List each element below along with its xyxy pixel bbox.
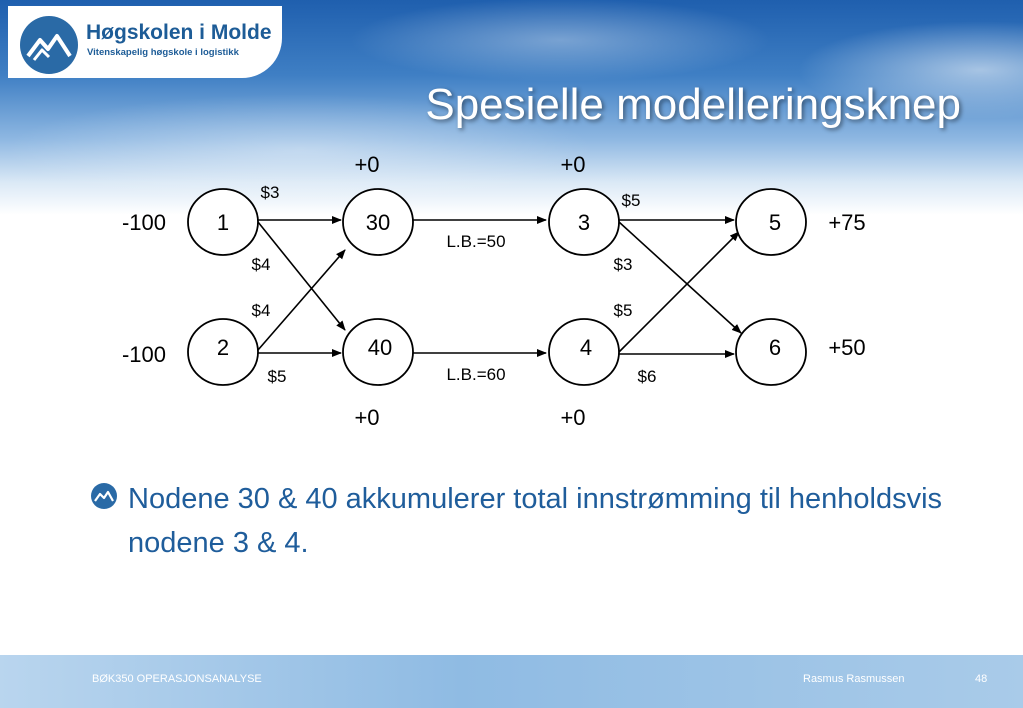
- arc-4-5: [618, 231, 740, 353]
- node-label: 1: [217, 210, 229, 235]
- supply-node-2: -100: [122, 342, 166, 367]
- logo-name: Høgskolen i Molde: [86, 21, 272, 44]
- node-6: 6: [735, 318, 807, 386]
- node-5: 5: [735, 188, 807, 256]
- arc-cost-4-6: $6: [638, 367, 657, 386]
- arc-cost-3-5: $5: [622, 191, 641, 210]
- node-label: 5: [769, 210, 781, 235]
- footer-band: [0, 655, 1023, 708]
- node-2: 2: [187, 318, 259, 386]
- node-label: 4: [580, 335, 592, 360]
- demand-node-5: +75: [828, 210, 865, 235]
- balance-node-40: +0: [354, 405, 379, 430]
- node-4: 4: [548, 318, 620, 386]
- arc-cost-2-40: $5: [268, 367, 287, 386]
- balance-node-30: +0: [354, 152, 379, 177]
- arc-3-6: [618, 221, 742, 334]
- arc-1-40: [257, 221, 346, 331]
- supply-node-1: -100: [122, 210, 166, 235]
- slide-title: Spesielle modelleringsknep: [425, 80, 961, 129]
- arc-cost-1-40: $4: [252, 255, 271, 274]
- node-3: 3: [548, 188, 620, 256]
- network-diagram: 1 2 30 40 3 4 5 6 -100 -100 +0 +0 +0 +0 …: [122, 152, 866, 430]
- arc-2-30: [257, 249, 346, 351]
- arc-bound-30-3: L.B.=50: [446, 232, 505, 251]
- logo: Høgskolen i Molde Vitenskapelig høgskole…: [8, 6, 282, 78]
- node-label: 40: [368, 335, 392, 360]
- node-label: 6: [769, 335, 781, 360]
- node-label: 2: [217, 335, 229, 360]
- node-label: 3: [578, 210, 590, 235]
- arc-cost-1-30: $3: [261, 183, 280, 202]
- balance-node-3: +0: [560, 152, 585, 177]
- footer-page-number: 48: [975, 673, 988, 685]
- balance-node-4: +0: [560, 405, 585, 430]
- logo-mountain-icon: [20, 16, 78, 74]
- arc-cost-4-5: $5: [614, 301, 633, 320]
- footer-author: Rasmus Rasmussen: [803, 673, 905, 685]
- footer-course: BØK350 OPERASJONSANALYSE: [92, 673, 262, 685]
- bullet-text: Nodene 30 & 40 akkumulerer total innstrø…: [128, 483, 943, 559]
- demand-node-6: +50: [828, 335, 865, 360]
- arc-cost-3-6: $3: [614, 255, 633, 274]
- node-40: 40: [342, 318, 414, 386]
- arc-cost-2-30: $4: [252, 301, 271, 320]
- logo-tagline: Vitenskapelig høgskole i logistikk: [87, 47, 239, 58]
- bullet-mountain-icon: [91, 483, 117, 509]
- node-1: 1: [187, 188, 259, 256]
- arc-bound-40-4: L.B.=60: [446, 365, 505, 384]
- node-label: 30: [366, 210, 390, 235]
- node-30: 30: [342, 188, 414, 256]
